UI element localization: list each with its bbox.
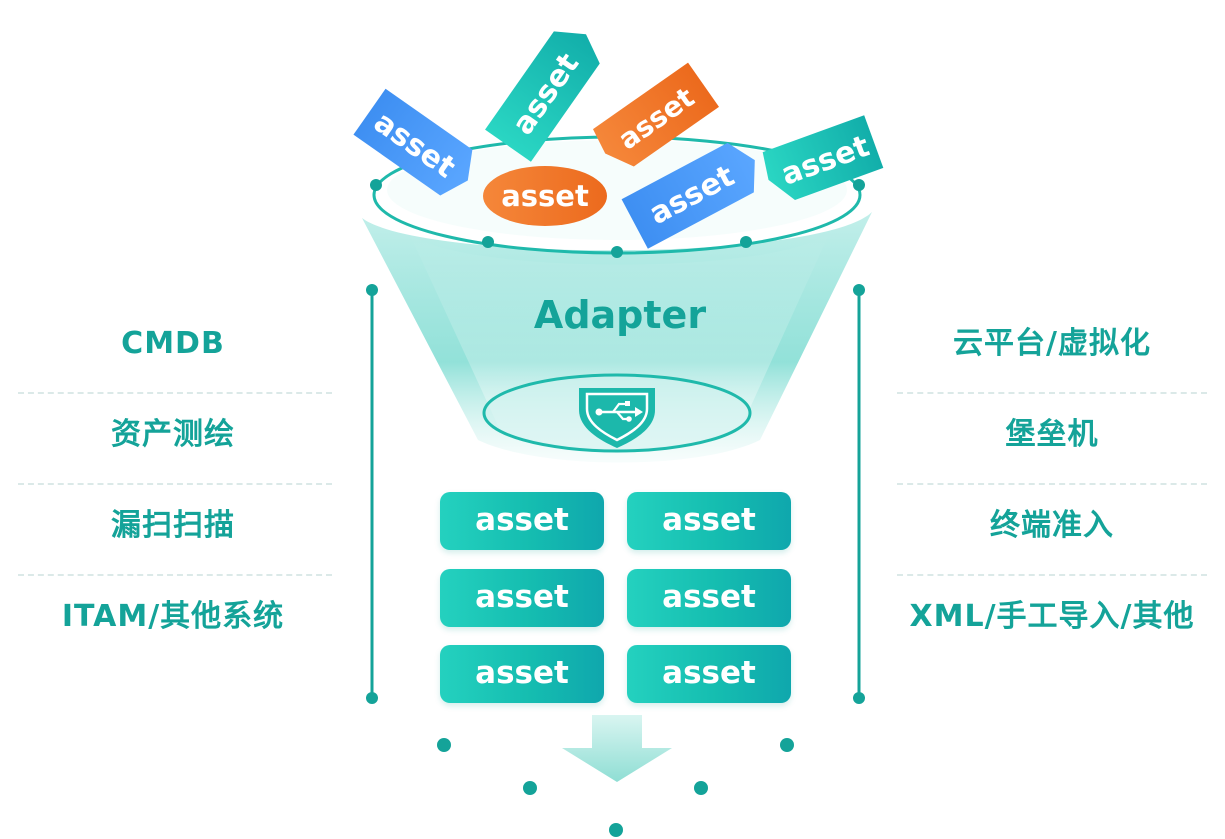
right-source-nac: 终端准入 xyxy=(990,508,1114,543)
left-source-itam: ITAM/其他系统 xyxy=(61,599,285,634)
output-asset: asset xyxy=(440,645,604,703)
right-separator xyxy=(897,574,1207,576)
left-source-asset-mapping: 资产测绘 xyxy=(111,417,235,452)
right-separator xyxy=(897,483,1207,485)
output-asset: asset xyxy=(627,645,791,703)
bottom-dot xyxy=(437,738,451,752)
left-source-vuln-scan: 漏扫扫描 xyxy=(111,508,235,543)
output-asset: asset xyxy=(440,492,604,550)
left-separator xyxy=(18,483,332,485)
bottom-dot xyxy=(609,823,623,837)
output-asset: asset xyxy=(627,569,791,627)
rim-dot xyxy=(482,236,494,248)
down-arrow xyxy=(562,715,672,782)
bottom-dot xyxy=(780,738,794,752)
rim-dot xyxy=(740,236,752,248)
right-source-cloud: 云平台/虚拟化 xyxy=(953,326,1151,361)
rim-dot xyxy=(611,246,623,258)
rim-dot xyxy=(853,179,865,191)
incoming-asset-label: asset xyxy=(501,179,589,213)
incoming-asset-tag-blue-left: asset xyxy=(353,88,473,196)
right-source-bastion: 堡垒机 xyxy=(1005,417,1099,452)
left-line-bottom-dot xyxy=(366,692,378,704)
output-asset: asset xyxy=(440,569,604,627)
right-source-xml-import: XML/手工导入/其他 xyxy=(909,599,1195,634)
rim-dot xyxy=(370,179,382,191)
usb-shield-icon xyxy=(579,388,655,448)
adapter-title: Adapter xyxy=(533,293,707,337)
right-line-bottom-dot xyxy=(853,692,865,704)
left-separator xyxy=(18,392,332,394)
output-asset: asset xyxy=(627,492,791,550)
left-separator xyxy=(18,574,332,576)
bottom-dot xyxy=(694,781,708,795)
left-line-top-dot xyxy=(366,284,378,296)
incoming-asset-ellipse-orange: asset xyxy=(483,166,607,226)
incoming-asset-tag-teal-right: asset xyxy=(762,115,884,200)
right-line-top-dot xyxy=(853,284,865,296)
left-source-cmdb: CMDB xyxy=(121,326,225,361)
bottom-dot xyxy=(523,781,537,795)
right-separator xyxy=(897,392,1207,394)
